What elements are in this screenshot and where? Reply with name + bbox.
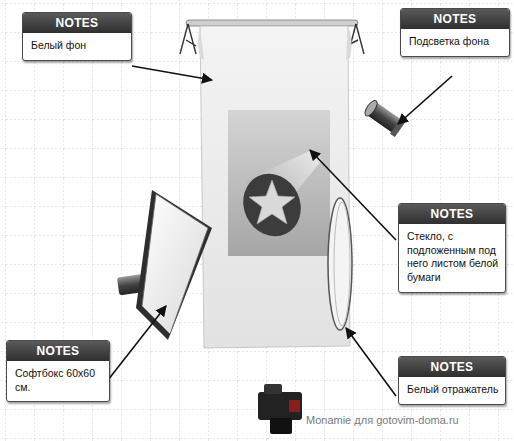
note-text: Подсветка фона — [401, 29, 509, 56]
note-text: Стекло, с подложенным под него листом бе… — [399, 224, 505, 292]
notes-heading: NOTES — [399, 204, 505, 224]
softbox — [117, 190, 212, 340]
note-text: Белый фон — [23, 33, 131, 60]
note-text: Белый отражатель — [399, 377, 505, 404]
notes-callout: NOTESПодсветка фона — [400, 8, 510, 57]
notes-callout: NOTESСофтбокс 60х60 см. — [6, 340, 110, 402]
notes-heading: NOTES — [399, 357, 505, 377]
notes-callout: NOTESСтекло, с подложенным под него лист… — [398, 203, 506, 293]
reflector — [328, 198, 352, 330]
glass-table — [228, 110, 330, 256]
notes-callout: NOTESБелый фон — [22, 12, 132, 61]
notes-heading: NOTES — [23, 13, 131, 33]
background-light — [362, 98, 406, 137]
note-text: Софтбокс 60х60 см. — [7, 361, 109, 401]
camera — [258, 384, 302, 434]
notes-heading: NOTES — [7, 341, 109, 361]
backdrop — [180, 20, 364, 348]
watermark: Monamie для gotovim-doma.ru — [306, 414, 459, 426]
notes-heading: NOTES — [401, 9, 509, 29]
notes-callout: NOTESБелый отражатель — [398, 356, 506, 405]
